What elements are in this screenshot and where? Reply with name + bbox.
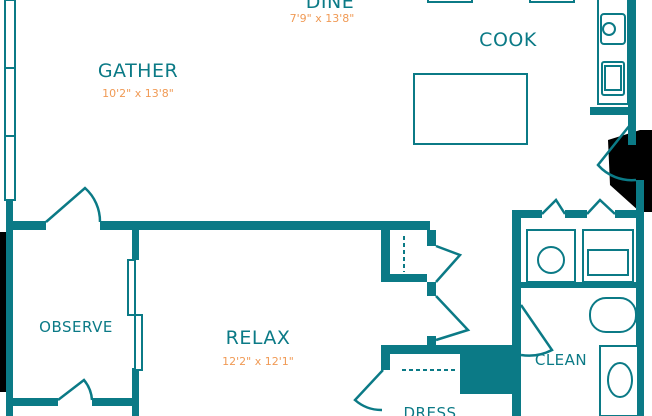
dryer-panel bbox=[587, 249, 629, 276]
dining-seat bbox=[529, 0, 575, 3]
door-swing bbox=[435, 295, 471, 342]
laundry-door bbox=[586, 198, 616, 215]
room-label-dress: DRESS bbox=[403, 404, 457, 416]
door-swing bbox=[57, 378, 94, 401]
window bbox=[4, 67, 16, 137]
doors bbox=[45, 124, 637, 412]
window bbox=[4, 135, 16, 201]
dining-seat bbox=[427, 0, 473, 3]
door-swing bbox=[596, 124, 637, 182]
walls bbox=[6, 0, 644, 416]
door-swing bbox=[519, 304, 554, 357]
window bbox=[134, 314, 143, 371]
room-dimensions-dine: 7'9" x 13'8" bbox=[289, 12, 355, 25]
washer-drum bbox=[537, 246, 565, 274]
room-label-cook: COOK bbox=[479, 29, 537, 51]
laundry-door bbox=[541, 198, 567, 215]
room-label-clean: CLEAN bbox=[534, 351, 588, 369]
room-label-gather: GATHER bbox=[97, 60, 179, 82]
fixtures bbox=[4, 0, 639, 416]
window bbox=[4, 0, 16, 69]
kitchen-island bbox=[413, 73, 528, 145]
room-dimensions-relax: 12'2" x 12'1" bbox=[222, 355, 294, 368]
window bbox=[127, 259, 136, 316]
door-swing bbox=[45, 186, 102, 223]
vanity-sink-icon bbox=[607, 362, 633, 398]
sink-basin bbox=[604, 65, 622, 91]
door-swing bbox=[353, 369, 384, 412]
room-dimensions-gather: 10'2" x 13'8" bbox=[102, 87, 174, 100]
room-label-observe: OBSERVE bbox=[39, 318, 113, 336]
room-label-dine: DINE bbox=[305, 0, 355, 13]
burner bbox=[602, 22, 616, 36]
toilet-icon bbox=[589, 297, 637, 333]
door-swing bbox=[435, 244, 463, 283]
room-label-relax: RELAX bbox=[225, 327, 291, 349]
